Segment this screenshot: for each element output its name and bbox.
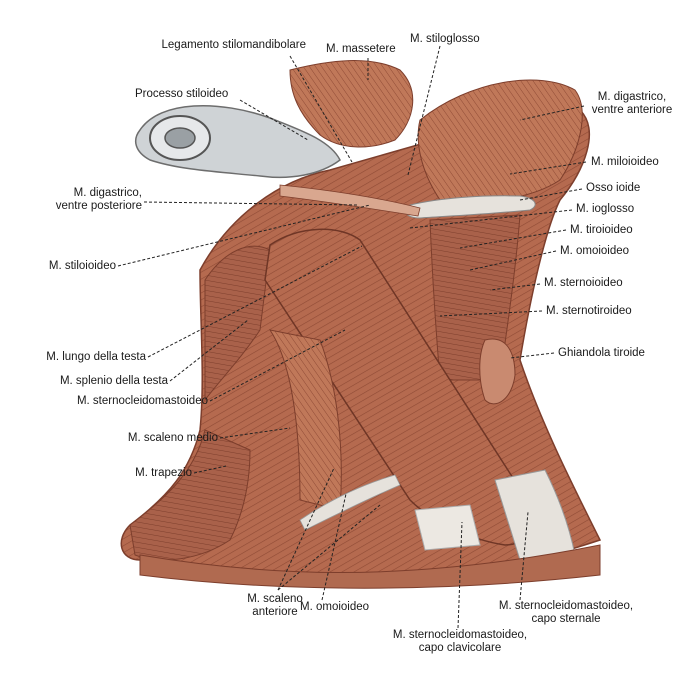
leader-osso-ioide (519, 188, 583, 201)
label-processo-stiloideo: Processo stiloideo (135, 88, 229, 100)
leader-scm (209, 329, 346, 402)
leader-tiroide (509, 352, 555, 359)
label-trapezio: M. trapezio (135, 467, 192, 479)
label-scm-clavicolare-line2: capo clavicolare (418, 642, 502, 654)
leader-omoioideo-b (321, 493, 347, 601)
leader-stiloioideo (117, 204, 371, 267)
leader-lines (117, 45, 587, 629)
scm-clavicular-tendon-shape (414, 504, 481, 551)
label-digastrico-anteriore-line2: ventre anteriore (591, 104, 673, 116)
trapezius-shape (129, 429, 251, 561)
label-osso-ioide: Osso ioide (586, 182, 641, 194)
digastric-tendon-shape (279, 184, 421, 217)
leader-splenio (169, 319, 249, 382)
leader-sternotiroideo (439, 310, 543, 317)
label-scaleno-anteriore-line1: M. scaleno (247, 593, 303, 605)
leader-scm-clav (457, 521, 463, 629)
label-sternoioideo: M. sternoioideo (544, 277, 623, 289)
label-digastrico-posteriore-line1: M. digastrico, (73, 187, 142, 199)
leader-processo (239, 99, 309, 141)
leader-sternoioideo (489, 283, 541, 291)
label-ioglosso: M. ioglosso (576, 203, 635, 215)
leader-scaleno-medio (219, 427, 291, 439)
leader-lungo (147, 245, 363, 358)
splenius-shape (204, 245, 271, 402)
mylohyoid-shape (417, 79, 583, 203)
label-digastrico-anteriore-line1: M. digastrico, (597, 91, 667, 103)
label-sternotiroideo: M. sternotiroideo (546, 305, 632, 317)
leader-trapezio (193, 465, 227, 474)
thyroid-gland-shape (479, 338, 516, 405)
label-omoioideo-right: M. omoioideo (560, 245, 630, 257)
leader-tiroioideo (459, 229, 567, 249)
omohyoid-inferior-shape (299, 474, 401, 531)
label-massetere: M. massetere (326, 43, 396, 55)
leader-stiloglosso (407, 45, 441, 176)
leader-scaleno-ant-1 (277, 467, 335, 591)
label-lungo-della-testa: M. lungo della testa (46, 351, 146, 363)
label-stiloioideo: M. stiloioideo (48, 260, 116, 272)
masseter-shape (289, 60, 414, 148)
label-digastrico-posteriore-line2: ventre posteriore (55, 200, 142, 212)
ear-canal-inner-shape (164, 127, 196, 149)
label-scaleno-medio: M. scaleno medio (127, 432, 218, 444)
leader-digastrico-post (143, 201, 359, 206)
label-legamento-stilomandibolare: Legamento stilomandibolare (161, 39, 306, 51)
label-miloioideo: M. miloioideo (591, 156, 659, 168)
label-splenio-della-testa: M. splenio della testa (59, 375, 168, 387)
label-omoioideo-bottom: M. omoioideo (300, 601, 370, 613)
hyoid-bone-shape (405, 195, 536, 219)
label-tiroioideo: M. tiroioideo (570, 224, 633, 236)
leader-scaleno-ant-2 (277, 504, 381, 591)
leader-ioglosso (409, 209, 573, 229)
leader-miloioideo (509, 161, 587, 175)
label-scaleno-anteriore-line2: anteriore (252, 606, 298, 618)
label-scm-clavicolare-line1: M. sternocleidomastoideo, (392, 629, 528, 641)
label-scm-sternale-line1: M. sternocleidomastoideo, (498, 600, 634, 612)
label-scm-sternale-line2: capo sternale (531, 613, 601, 625)
label-ghiandola-tiroide: Ghiandola tiroide (558, 347, 645, 359)
label-stiloglosso: M. stiloglosso (410, 33, 480, 45)
label-sternocleidomastoideo: M. sternocleidomastoideo (76, 395, 208, 407)
clavicle-region-shape (139, 544, 601, 589)
leader-legamento (289, 55, 353, 163)
leader-digastrico-ant (519, 105, 585, 121)
